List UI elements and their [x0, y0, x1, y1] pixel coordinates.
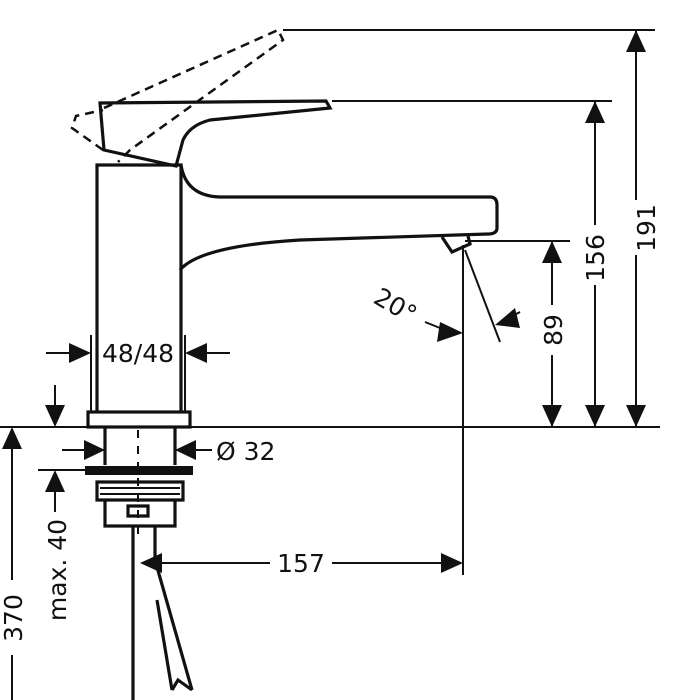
drain-and-hoses: [85, 427, 194, 700]
dimension-max-thickness: max. 40: [38, 469, 85, 621]
dimension-hole-diameter: Ø 32: [62, 437, 275, 466]
dim-32-label: Ø 32: [216, 437, 275, 466]
dim-max40-label: max. 40: [43, 519, 72, 621]
dimension-spout-height: 89: [465, 240, 570, 427]
dimension-deck-arrows: [45, 385, 65, 427]
dim-156-label: 156: [581, 234, 610, 282]
dim-20deg-label: 20°: [369, 282, 422, 329]
dimension-hose-length: 370: [0, 427, 28, 700]
faucet-body: [70, 28, 499, 429]
dim-370-label: 370: [0, 594, 28, 642]
dimension-spray-angle: 20°: [369, 245, 521, 575]
dimension-body-width: 48/48: [46, 335, 230, 412]
dimension-total-height: 191: [283, 29, 661, 427]
dim-191-label: 191: [632, 204, 661, 252]
dim-48-label: 48/48: [102, 339, 174, 368]
dimension-spout-reach: 157: [140, 549, 463, 578]
dimension-handle-height: 156: [332, 100, 612, 427]
dim-89-label: 89: [539, 314, 568, 346]
dim-157-label: 157: [277, 549, 325, 578]
